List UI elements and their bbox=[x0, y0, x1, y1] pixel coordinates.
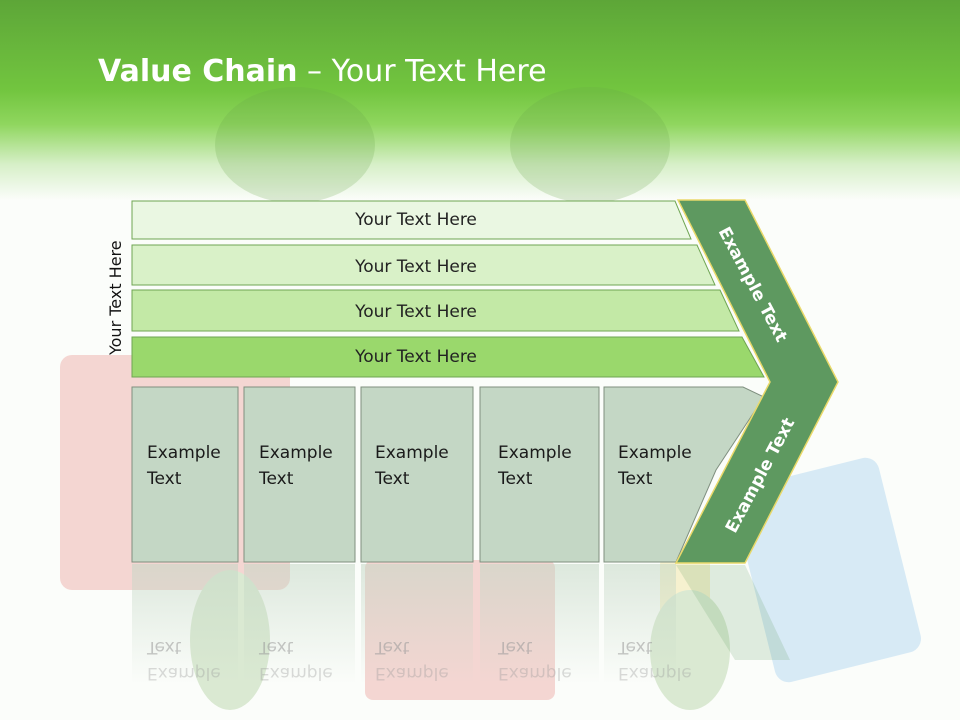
box-4-reflection bbox=[480, 564, 599, 684]
box-5 bbox=[603, 386, 765, 563]
blue-bag bbox=[733, 457, 921, 683]
box-3-reflection-line1: Example bbox=[375, 663, 449, 683]
box-5-line2: Text bbox=[617, 469, 653, 489]
box-2-line1: Example bbox=[259, 443, 333, 463]
box-4-reflection-line1: Example bbox=[498, 663, 572, 683]
box-3-line2: Text bbox=[374, 469, 410, 489]
box-3-line1: Example bbox=[375, 443, 449, 463]
box-4-reflection-line2: Text bbox=[497, 637, 533, 657]
chevron-arrow bbox=[674, 199, 839, 564]
figure-head-right bbox=[510, 87, 670, 203]
row-1-label: Your Text Here bbox=[354, 210, 477, 230]
box-3-reflection bbox=[361, 564, 473, 684]
box-1-reflection bbox=[132, 564, 238, 684]
box-2-reflection-line2: Text bbox=[258, 637, 294, 657]
row-4 bbox=[131, 336, 765, 378]
box-1-reflection-line2: Text bbox=[146, 637, 182, 657]
box-1-line2: Text bbox=[146, 469, 182, 489]
title-rest: – Your Text Here bbox=[297, 54, 547, 89]
reflection: Text Example Text Example Text Example T… bbox=[132, 564, 790, 684]
row-2-label: Your Text Here bbox=[354, 257, 477, 277]
box-2-reflection-line1: Example bbox=[259, 663, 333, 683]
row-4-label: Your Text Here bbox=[354, 347, 477, 367]
title-bold: Value Chain bbox=[98, 54, 298, 89]
box-1-reflection-line1: Example bbox=[147, 663, 221, 683]
box-2-reflection bbox=[244, 564, 355, 684]
box-5-line1: Example bbox=[618, 443, 692, 463]
row-2 bbox=[131, 244, 716, 286]
page-title: Value Chain – Your Text Here bbox=[98, 54, 547, 89]
chevron-reflection bbox=[676, 565, 790, 660]
header-band bbox=[0, 0, 960, 200]
box-1 bbox=[131, 386, 239, 563]
box-2-line2: Text bbox=[258, 469, 294, 489]
box-3 bbox=[360, 386, 474, 563]
box-2 bbox=[243, 386, 356, 563]
box-5-reflection-line1: Example bbox=[618, 663, 692, 683]
box-1-line1: Example bbox=[147, 443, 221, 463]
row-3-label: Your Text Here bbox=[354, 302, 477, 322]
box-4-line2: Text bbox=[497, 469, 533, 489]
box-5-reflection-line2: Text bbox=[617, 637, 653, 657]
row-1 bbox=[131, 200, 692, 240]
figure-head-left bbox=[215, 87, 375, 203]
box-5-reflection bbox=[604, 564, 676, 684]
box-4-line1: Example bbox=[498, 443, 572, 463]
box-4 bbox=[479, 386, 600, 563]
box-3-reflection-line2: Text bbox=[374, 637, 410, 657]
row-3 bbox=[131, 289, 740, 332]
